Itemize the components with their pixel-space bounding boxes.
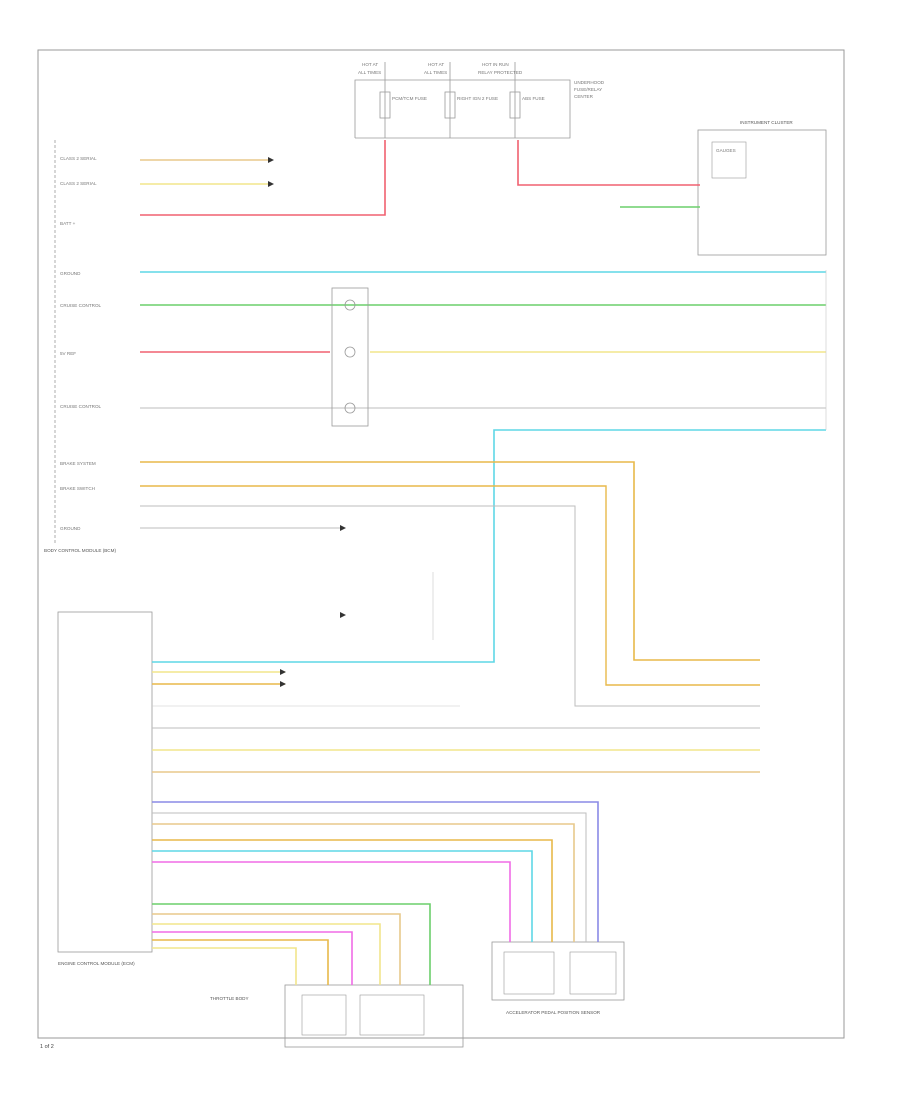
fuse-label-abs: ABS FUSE: [522, 96, 545, 101]
svg-text:HOT IN RUN: HOT IN RUN: [482, 62, 509, 67]
throttle-body: THROTTLE BODY: [210, 984, 464, 1048]
svg-text:RELAY PROTECTED: RELAY PROTECTED: [478, 70, 523, 75]
page-number: 1 of 2: [40, 1044, 54, 1050]
throttle-body-label: THROTTLE BODY: [210, 996, 249, 1001]
diagram-border: [37, 49, 845, 1039]
bcm-label: BODY CONTROL MODULE (BCM): [44, 548, 116, 553]
svg-text:GROUND: GROUND: [60, 526, 81, 531]
cluster-label: INSTRUMENT CLUSTER: [740, 120, 793, 125]
engine-control-module: ENGINE CONTROL MODULE (ECM): [57, 611, 153, 966]
svg-text:ALL TIMES: ALL TIMES: [358, 70, 381, 75]
ecm-label: ENGINE CONTROL MODULE (ECM): [58, 961, 135, 966]
instrument-cluster: INSTRUMENT CLUSTER GAUGES: [697, 120, 827, 256]
svg-text:CLASS 2 SERIAL: CLASS 2 SERIAL: [60, 181, 97, 186]
svg-text:CENTER: CENTER: [574, 94, 594, 99]
fuse-block: HOT AT ALL TIMES HOT AT ALL TIMES HOT IN R…: [354, 62, 605, 139]
pedal-sensor-label: ACCELERATOR PEDAL POSITION SENSOR: [506, 1010, 601, 1015]
svg-text:BATT +: BATT +: [60, 221, 76, 226]
fuse-label-pcm: PCM/TCM FUSE: [392, 96, 427, 101]
svg-text:BRAKE SWITCH: BRAKE SWITCH: [60, 486, 95, 491]
left-labels: CLASS 2 SERIAL CLASS 2 SERIAL BATT + GRO…: [60, 156, 102, 531]
svg-text:CRUISE CONTROL: CRUISE CONTROL: [60, 303, 102, 308]
fuse-label-ign: RIGHT IGN 2 FUSE: [457, 96, 498, 101]
svg-text:HOT AT: HOT AT: [362, 62, 378, 67]
svg-text:CRUISE CONTROL: CRUISE CONTROL: [60, 404, 102, 409]
inline-connector: [331, 287, 369, 427]
svg-text:FUSE/RELAY: FUSE/RELAY: [574, 87, 602, 92]
bcm-boundary: BODY CONTROL MODULE (BCM): [44, 140, 116, 553]
svg-text:UNDERHOOD: UNDERHOOD: [574, 80, 605, 85]
svg-text:ALL TIMES: ALL TIMES: [424, 70, 447, 75]
svg-text:CLASS 2 SERIAL: CLASS 2 SERIAL: [60, 156, 97, 161]
annotation-ticks: [152, 270, 827, 707]
svg-text:HOT AT: HOT AT: [428, 62, 444, 67]
svg-text:5V REF: 5V REF: [60, 351, 76, 356]
pedal-sensor: ACCELERATOR PEDAL POSITION SENSOR: [491, 941, 625, 1015]
svg-text:GROUND: GROUND: [60, 271, 81, 276]
svg-text:BRAKE SYSTEM: BRAKE SYSTEM: [60, 461, 96, 466]
wires: [140, 140, 826, 985]
cluster-gauges-label: GAUGES: [716, 148, 736, 153]
arrow-markers: [268, 157, 346, 687]
